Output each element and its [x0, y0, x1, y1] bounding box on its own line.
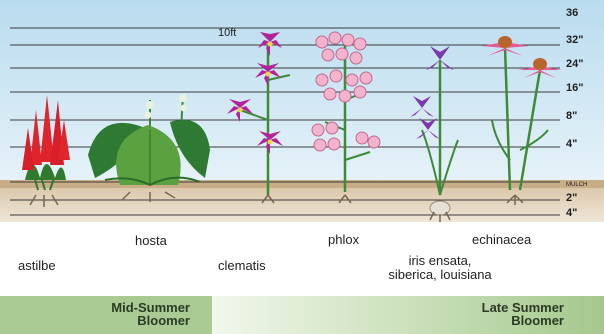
height-marker-24: 24" [566, 58, 583, 70]
plant-label-iris-line2: siberica, louisiana [360, 268, 520, 282]
plant-label-hosta: hosta [135, 233, 167, 248]
height-marker-16: 16" [566, 82, 583, 94]
plant-label-echinacea: echinacea [472, 232, 531, 247]
height-marker-36: 36 [566, 7, 578, 19]
plant-label-iris-line1: iris ensata, [360, 254, 520, 268]
mid-summer-band: Mid-Summer Bloomer [0, 296, 212, 334]
plant-label-phlox: phlox [328, 232, 359, 247]
late-summer-line2: Bloomer [482, 314, 564, 327]
late-summer-band: Late Summer Bloomer [212, 296, 604, 334]
clematis-height-label: 10ft [218, 27, 236, 39]
late-summer-band-label: Late Summer Bloomer [482, 301, 564, 327]
plant-label-iris: iris ensata, siberica, louisiana [360, 254, 520, 282]
mid-summer-line2: Bloomer [111, 314, 190, 327]
mulch-label: MULCH [566, 182, 587, 188]
mid-summer-band-label: Mid-Summer Bloomer [111, 301, 190, 327]
depth-marker-4: 4" [566, 207, 577, 219]
plant-label-astilbe: astilbe [18, 258, 56, 273]
mulch-layer [0, 180, 604, 188]
height-marker-4: 4" [566, 138, 577, 150]
plant-label-clematis: clematis [218, 258, 266, 273]
height-marker-32: 32" [566, 34, 583, 46]
height-marker-8: 8" [566, 110, 577, 122]
depth-marker-2: 2" [566, 192, 577, 204]
